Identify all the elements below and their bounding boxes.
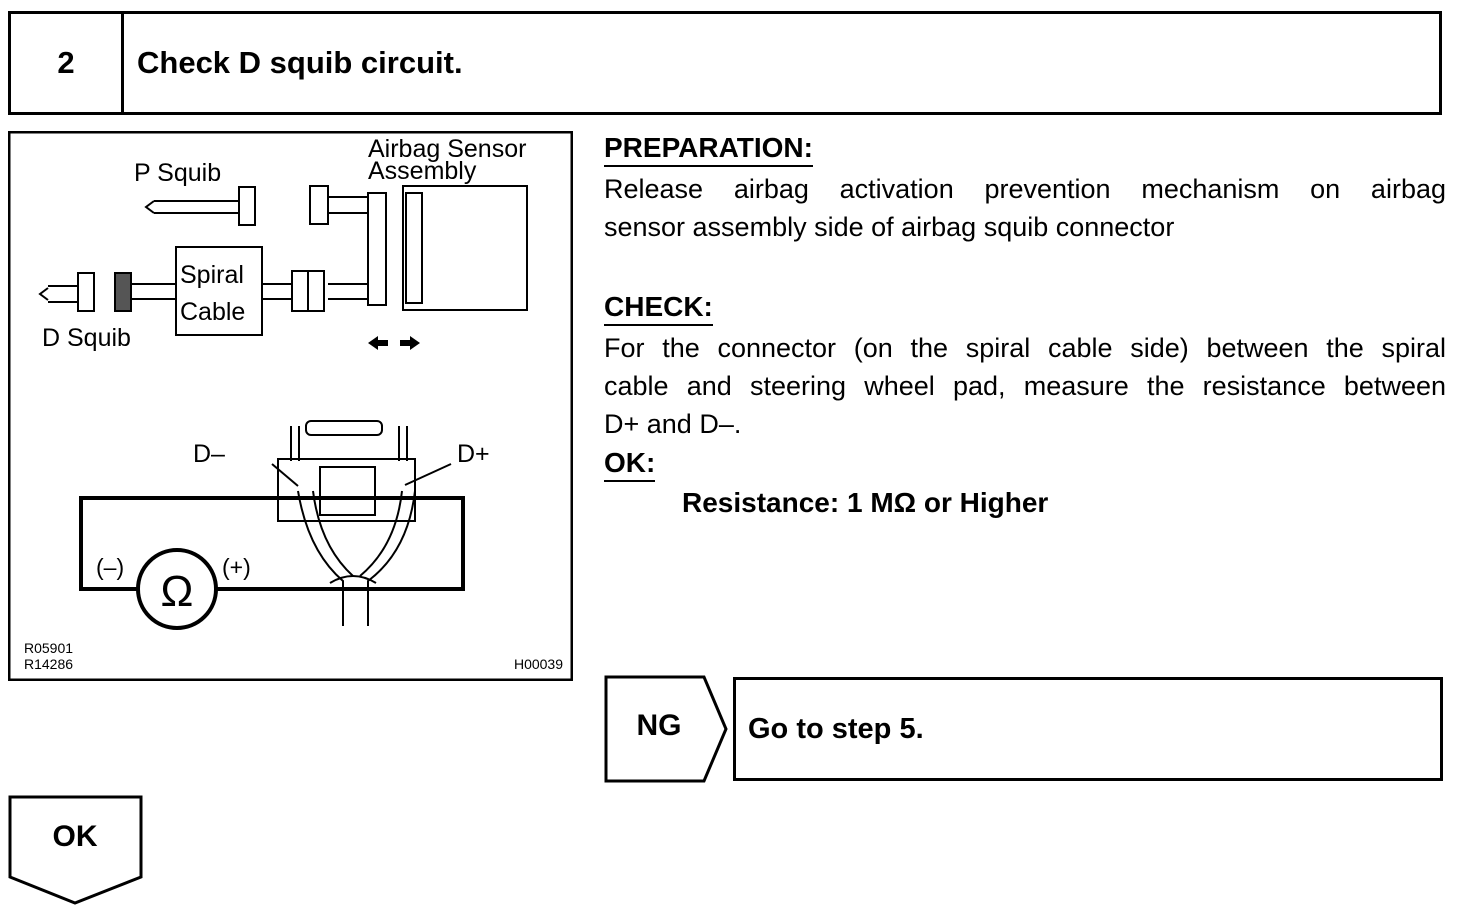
preparation-line-1: Release airbag activation prevention mec… [604, 174, 1446, 204]
check-line-1: For the connector (on the spiral cable s… [604, 333, 1446, 363]
label-d-minus: D– [193, 440, 225, 468]
ok-spec-section: OK: [604, 446, 656, 482]
preparation-line-2: sensor assembly side of airbag squib con… [604, 212, 1175, 242]
label-meter-plus: (+) [222, 554, 251, 580]
ok-spec-heading: OK: [604, 446, 656, 482]
label-airbag-sensor-1: Airbag Sensor [368, 135, 526, 163]
p-squib-connector [144, 186, 256, 226]
release-arrows-icon [368, 336, 420, 350]
ng-action-text: Go to step 5. [748, 712, 924, 745]
figure-code-1: R05901 [24, 640, 73, 656]
sensor-side-connector [309, 185, 387, 306]
label-d-squib: D Squib [42, 324, 131, 352]
d-squib-connector [38, 272, 176, 312]
figure-frame [8, 131, 573, 681]
check-section: CHECK: [604, 290, 713, 326]
preparation-section: PREPARATION: [604, 131, 813, 167]
label-spiral: Spiral [180, 261, 244, 289]
spiral-cable [175, 246, 325, 336]
airbag-sensor-assembly [402, 185, 528, 311]
squib-circuit-illustration: P Squib Airbag Sensor Assembly Spiral Ca… [8, 131, 573, 681]
check-line-2: cable and steering wheel pad, measure th… [604, 371, 1446, 401]
ok-arrow-box [8, 795, 143, 905]
figure-code-3: H00039 [514, 656, 563, 672]
check-heading: CHECK: [604, 290, 713, 326]
ohm-icon: Ω [161, 567, 194, 616]
label-airbag-sensor-2: Assembly [368, 157, 477, 185]
resistance-spec: Resistance: 1 MΩ or Higher [682, 487, 1049, 518]
step-title: Check D squib circuit. [137, 45, 463, 80]
ng-label: NG [636, 709, 682, 742]
step-number: 2 [11, 14, 124, 112]
figure-code-2: R14286 [24, 656, 73, 672]
step-header: 2 Check D squib circuit. [8, 11, 1442, 115]
ok-branch-label: OK [52, 820, 98, 853]
ng-arrow-box [604, 675, 728, 783]
label-meter-minus: (–) [96, 554, 124, 580]
check-line-3: D+ and D–. [604, 409, 742, 439]
ohmmeter-circuit [79, 496, 465, 630]
label-p-squib: P Squib [134, 159, 221, 187]
label-d-plus: D+ [457, 440, 490, 468]
ng-action-box: Go to step 5. [733, 677, 1443, 781]
preparation-text: Release airbag activation prevention mec… [604, 170, 1446, 246]
check-text: For the connector (on the spiral cable s… [604, 329, 1446, 443]
squib-connector-closeup [271, 420, 452, 626]
label-cable: Cable [180, 298, 245, 326]
preparation-heading: PREPARATION: [604, 131, 813, 167]
